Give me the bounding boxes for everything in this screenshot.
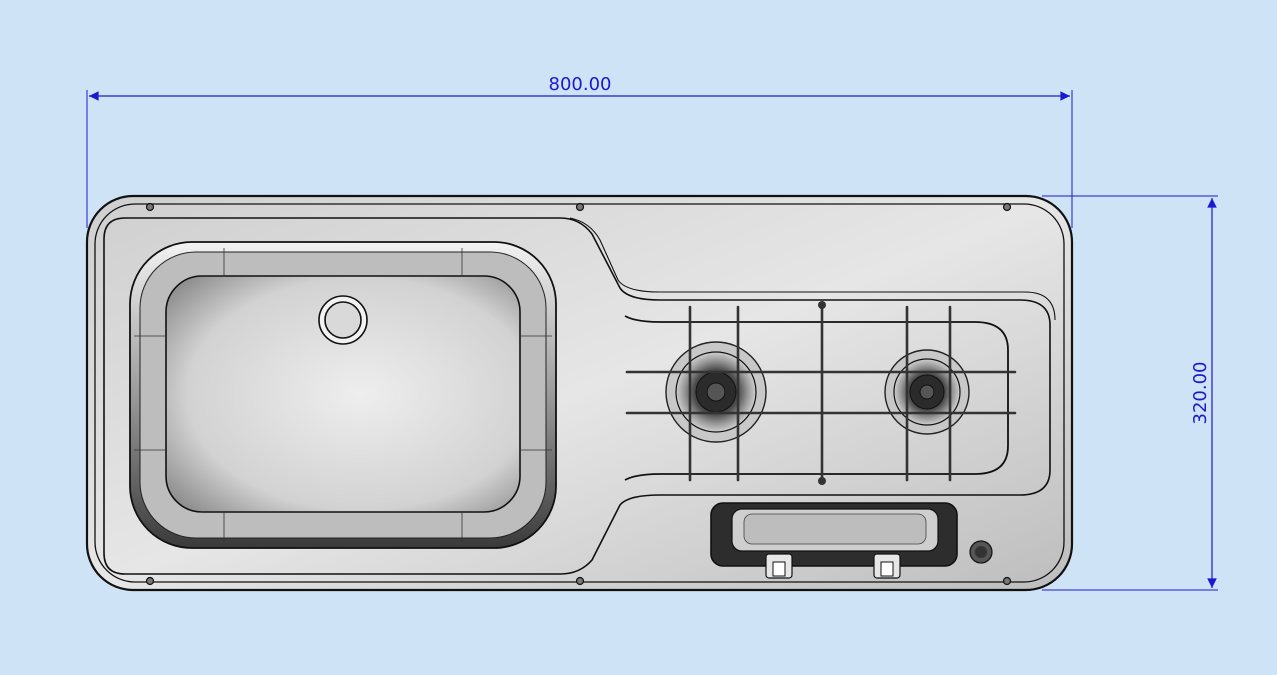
igniter-button[interactable]	[969, 540, 993, 564]
width-dimension-label: 800.00	[549, 74, 612, 95]
screw-icon	[575, 202, 585, 212]
burner-knob-left[interactable]	[765, 553, 793, 579]
burner-knob-right[interactable]	[873, 553, 901, 579]
basin-floor	[165, 275, 521, 513]
screw-icon	[1002, 576, 1012, 586]
cooktop-well-top	[624, 315, 661, 323]
grid-foot-icon	[818, 477, 826, 485]
sink-drainboard-step	[569, 217, 1056, 321]
sink-drainboard	[103, 217, 1051, 575]
height-dimension: 320.00	[1042, 195, 1218, 591]
screw-icon	[575, 576, 585, 586]
burner-left-icon	[665, 341, 767, 443]
screw-icon	[145, 576, 155, 586]
screw-icon	[145, 202, 155, 212]
drain-hole-icon	[318, 295, 368, 345]
mounting-screws	[145, 202, 1012, 586]
control-panel	[710, 502, 958, 567]
cooktop-well	[624, 321, 1009, 481]
burner-right-icon	[884, 349, 970, 435]
width-dimension: 800.00	[86, 74, 1073, 228]
height-dimension-label: 320.00	[1190, 362, 1211, 425]
grid-foot-icon	[818, 301, 826, 309]
pan-support-grid	[625, 305, 1017, 482]
screw-icon	[1002, 202, 1012, 212]
sink-basin	[129, 241, 557, 549]
cooktop	[624, 301, 1017, 579]
